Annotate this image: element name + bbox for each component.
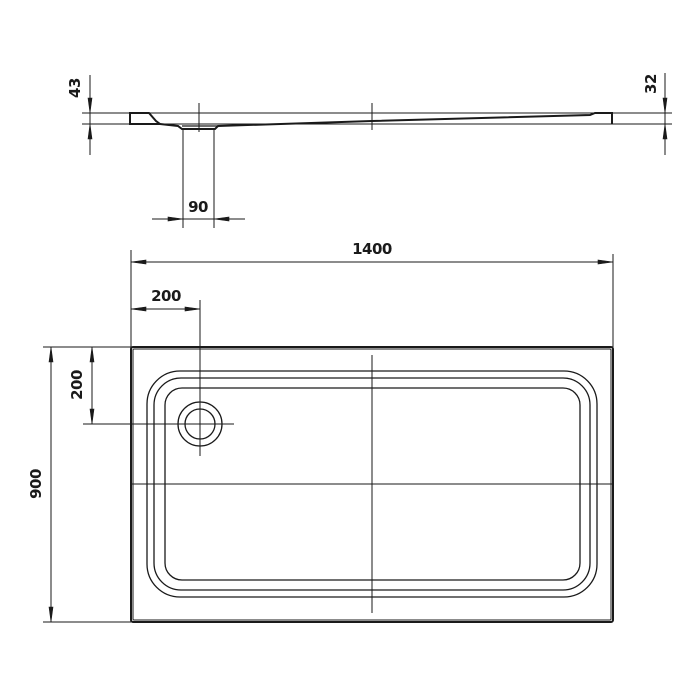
drain-offset-y-label: 200 [68, 370, 86, 400]
arrow-icon [184, 306, 201, 312]
arrow-icon [48, 606, 54, 623]
arrow-icon [130, 306, 147, 312]
arrow-icon [167, 216, 184, 222]
height-right-label: 32 [642, 74, 660, 94]
arrow-icon [89, 346, 95, 363]
drain-width-label: 90 [188, 198, 208, 216]
arrow-icon [597, 259, 614, 265]
arrow-icon [662, 97, 668, 114]
drain-offset-x-label: 200 [151, 287, 181, 305]
length-label: 1400 [352, 240, 392, 258]
plan-view: 1400 200 900 200 [27, 240, 614, 623]
height-left-label: 43 [66, 78, 84, 98]
arrow-icon [662, 123, 668, 140]
arrow-icon [87, 97, 93, 114]
arrow-icon [213, 216, 230, 222]
width-label: 900 [27, 469, 45, 499]
arrow-icon [48, 346, 54, 363]
arrow-icon [89, 408, 95, 425]
arrow-icon [130, 259, 147, 265]
side-view: 90 43 32 [66, 73, 672, 228]
tray-profile-body [159, 112, 613, 130]
arrow-icon [87, 123, 93, 140]
tray-profile-left [129, 112, 163, 125]
